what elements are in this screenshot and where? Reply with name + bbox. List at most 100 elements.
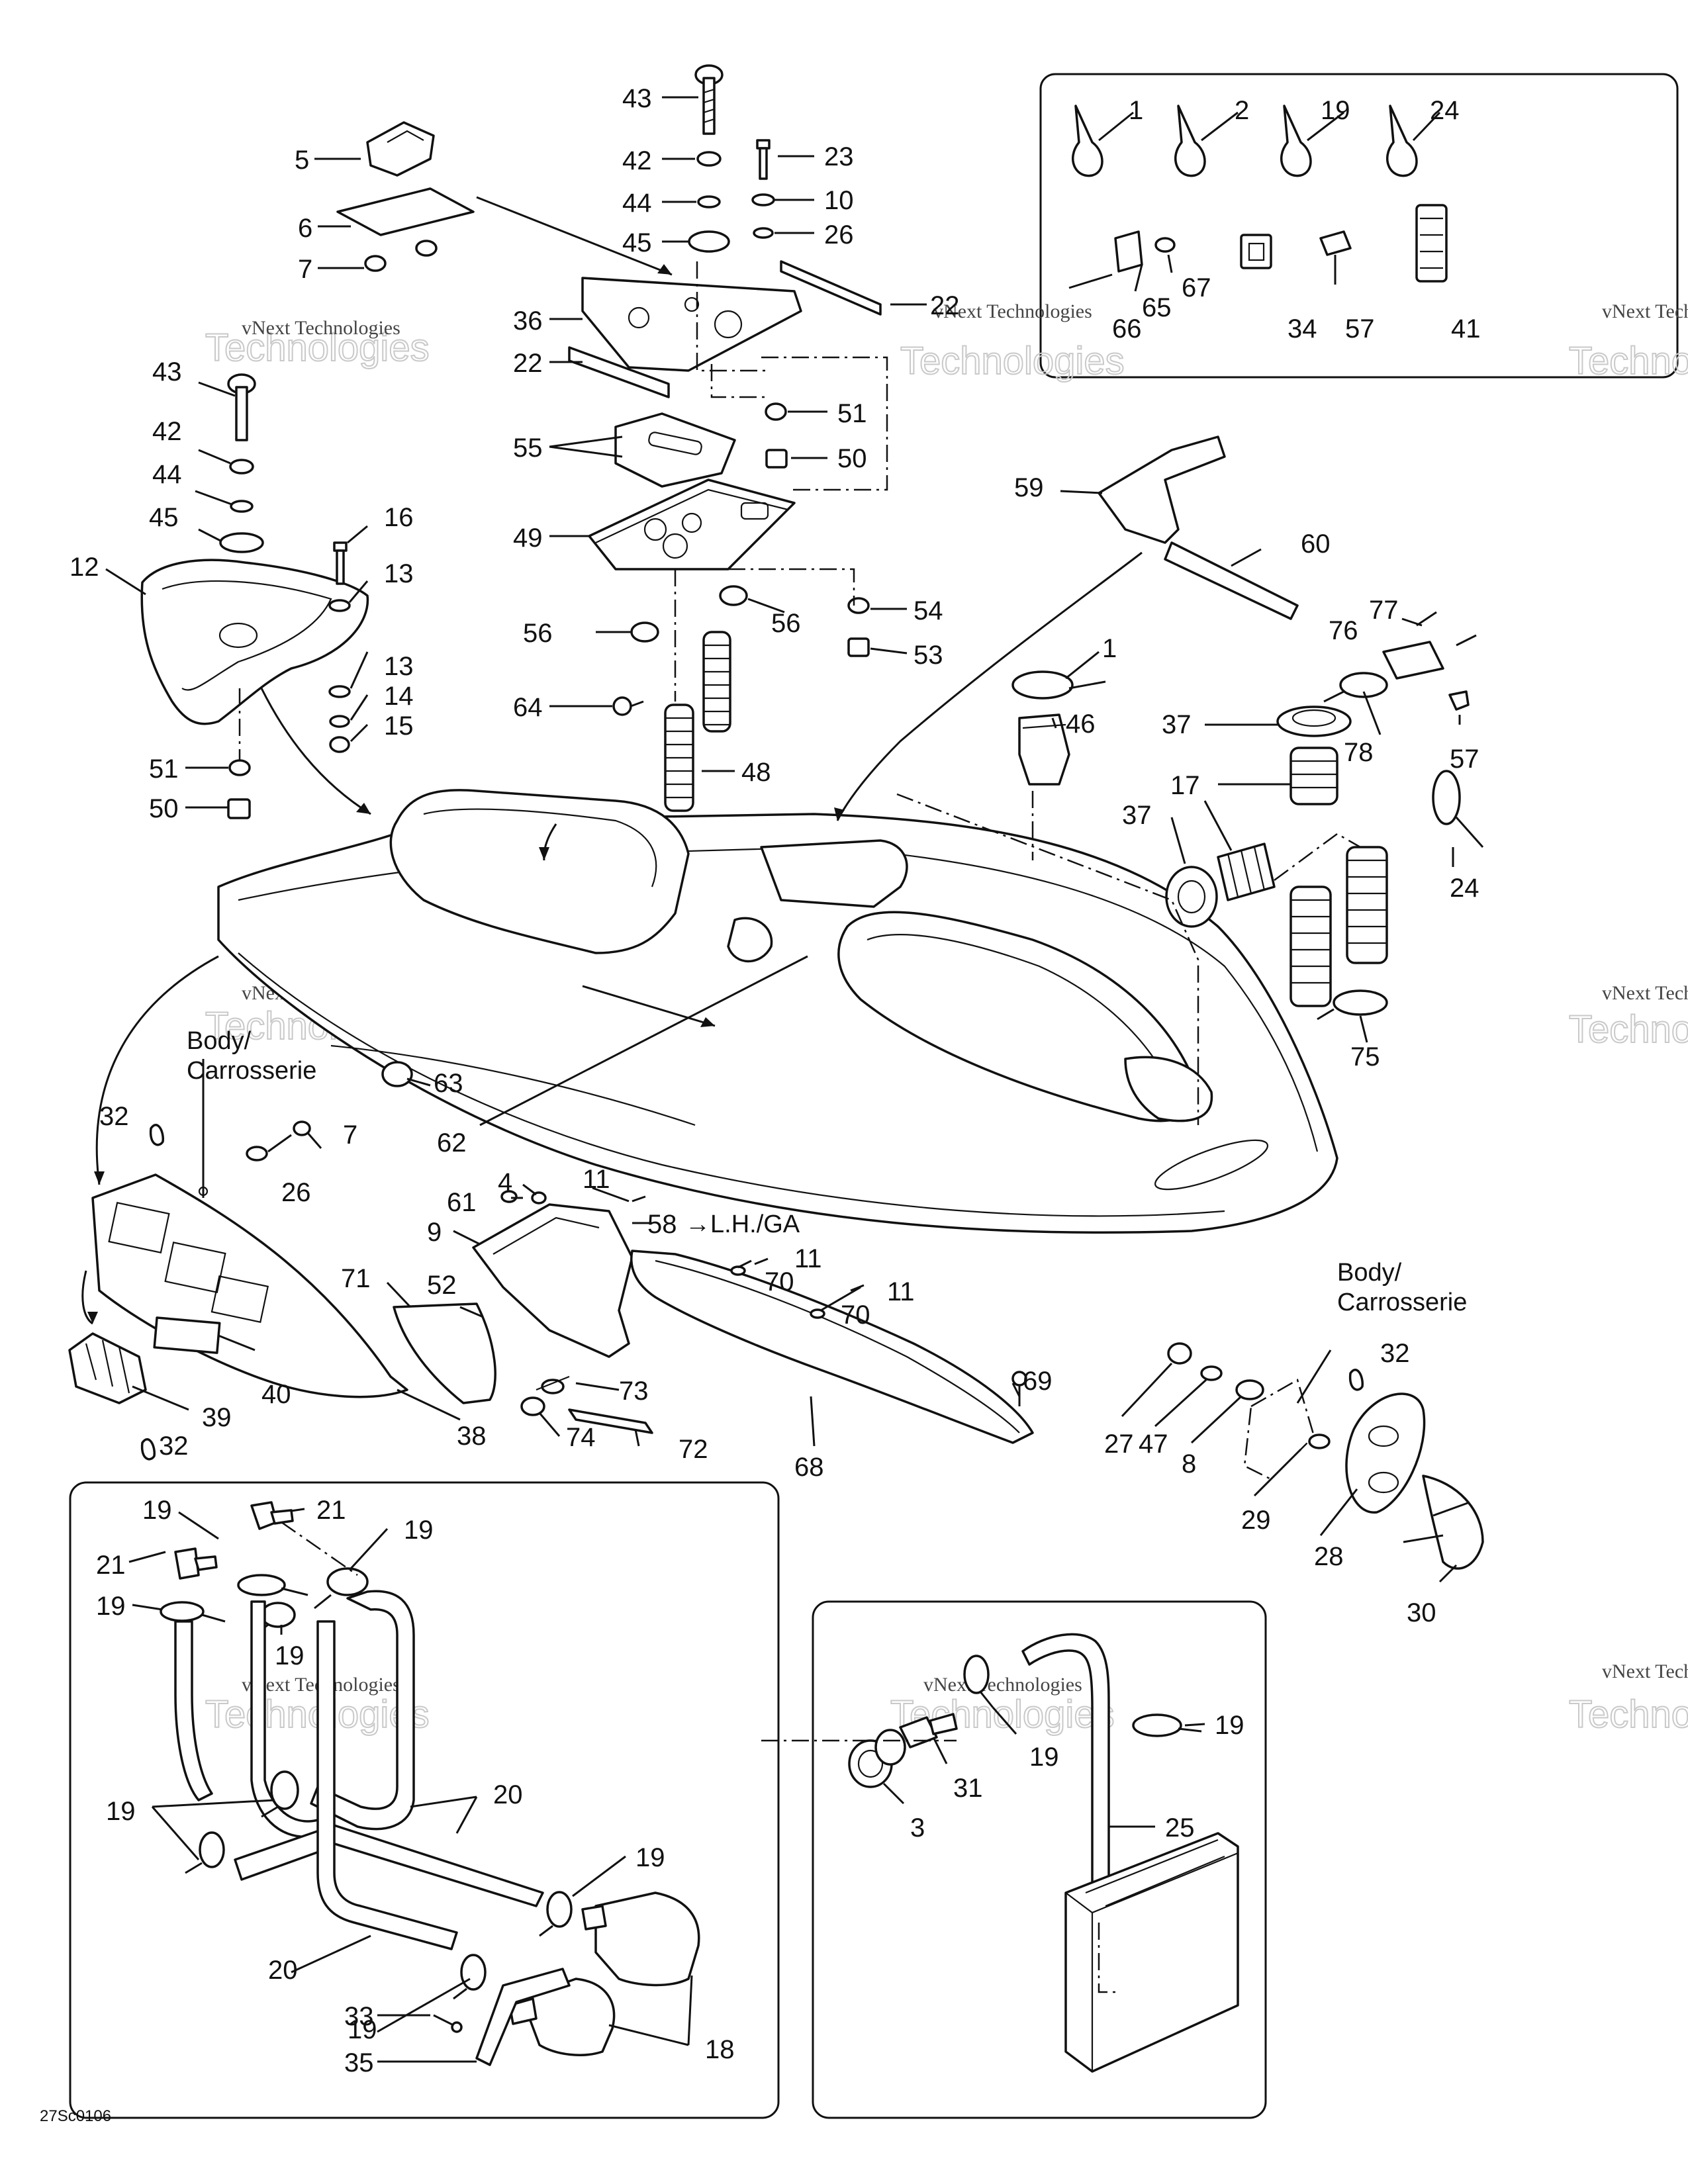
cleat-28 [1345,1392,1426,1514]
callout-26-c26a: 26 [824,220,854,250]
callout-40-c40: 40 [261,1380,291,1409]
callout-36-c36: 36 [513,306,543,336]
nut-50-top [765,449,788,469]
tie-24-kit [1386,105,1418,177]
callout-1-c1b: 1 [1102,634,1117,663]
washer-42-top [696,151,722,167]
callout-24-c24a: 24 [1430,96,1460,125]
plate-49 [588,478,796,570]
washer-13-bottom [328,685,351,698]
callout-32-c32a: 32 [99,1102,129,1131]
callout-7-c7b: 7 [343,1120,357,1150]
elbow-21-left [174,1547,218,1580]
sealant-drop-32-c [1348,1368,1364,1391]
nut-51-top [765,402,787,421]
bolt-16 [333,541,348,585]
nut-74 [520,1396,545,1416]
callout-60-c60: 60 [1301,529,1331,559]
callout-77-c77: 77 [1369,596,1399,625]
callout-13-c13b: 13 [384,652,414,681]
screw-11-b [754,1257,769,1265]
strip-22-left [568,346,670,398]
callout-21-c21a: 21 [316,1496,346,1525]
callout-27-c27: 27 [1104,1430,1134,1459]
bellows-right [1289,846,1388,1007]
callout-18-c18: 18 [705,2035,735,2064]
callout-66-c66: 66 [1112,314,1142,343]
callout-3-c3: 3 [910,1813,925,1843]
tie-19-kit [1280,105,1312,177]
callout-50-c50a: 50 [837,444,867,473]
clamp-19-box-e [261,1770,299,1818]
washer-14 [329,715,350,728]
bolt-43-left [227,373,256,441]
callout-34-c34: 34 [1288,314,1317,343]
callout-35-c35: 35 [344,2048,374,2077]
svg-text:vNext Technologies: vNext Technologies [923,1674,1082,1696]
callout-74-c74: 74 [566,1423,596,1452]
cleat-30 [1422,1475,1484,1570]
callout-12-c12: 12 [70,553,99,582]
washer-45-left [219,532,264,553]
screw-28-a [1432,1501,1470,1517]
callout-19-c19b: 19 [142,1496,172,1525]
handlebar-59 [1098,435,1226,544]
tie-1-right [1011,670,1106,700]
callout-64-c64: 64 [513,693,543,722]
clamp-19-battery-b [1132,1713,1202,1737]
washer-44-top [697,195,721,208]
washer-70-a [730,1265,746,1276]
nut-15 [329,736,350,753]
callout-8-c8: 8 [1182,1449,1196,1479]
clamp-41 [1415,204,1448,283]
callout-76-c76: 76 [1329,616,1358,645]
callout-44-c44a: 44 [622,189,652,218]
panel-38 [91,1173,408,1398]
callout-19-c19e: 19 [275,1641,305,1670]
washer-26-left [246,1146,268,1161]
callout-42-c42a: 42 [622,146,652,175]
hull-body [217,789,1338,1234]
vent-18-upper [581,1891,700,1987]
washer-8 [1235,1379,1264,1400]
hose-20-upper [174,1590,544,1907]
callout-65-c65: 65 [1142,293,1172,322]
bracket-76 [1382,641,1444,680]
leader-lines [81,96,1461,2063]
callout-2-c2: 2 [1235,96,1249,125]
screw-28-b [1403,1534,1444,1543]
cap-3 [848,1729,906,1788]
callout-57-c57b: 57 [1450,745,1479,774]
callout-32-c32b: 32 [159,1432,189,1461]
cover-55 [614,412,736,488]
callout-11-c11c: 11 [887,1277,915,1306]
callout-69-c69: 69 [1023,1367,1053,1396]
callout-59-c59: 59 [1014,473,1044,502]
svg-text:Technologies: Technologies [1569,340,1688,383]
callout-48-c48: 48 [741,758,771,787]
bellows-48 [664,631,731,812]
svg-text:Carrosserie: Carrosserie [1337,1289,1467,1316]
bracket-5 [366,121,435,177]
callout-33-c33: 33 [344,2002,374,2031]
hose-20-lower [234,1620,458,1950]
washer-42-left [229,459,254,475]
callout-39-c39: 39 [202,1403,232,1432]
callout-19-c19d: 19 [96,1592,126,1621]
callout-19-c19g: 19 [635,1843,665,1872]
arrowheads [87,264,845,1324]
watermark-2: Technologies vNext Technologies [900,300,1125,383]
svg-text:Carrosserie: Carrosserie [187,1057,316,1085]
svg-text:vNext Technologies: vNext Technologies [1602,300,1688,322]
callout-67-c67: 67 [1182,273,1211,302]
callout-56-c56a: 56 [523,619,553,648]
tube-60 [1164,541,1299,620]
grab-handle-12 [140,559,369,725]
callout-32-c32c: 32 [1380,1339,1410,1368]
fastener-kit-box [1039,73,1679,379]
bumper-pad-36 [581,277,802,372]
callout-43-c43b: 43 [152,357,182,387]
bolt-43-top [694,64,724,135]
clamp-19-box-a [237,1574,308,1596]
callout-63-c63: 63 [434,1069,463,1098]
